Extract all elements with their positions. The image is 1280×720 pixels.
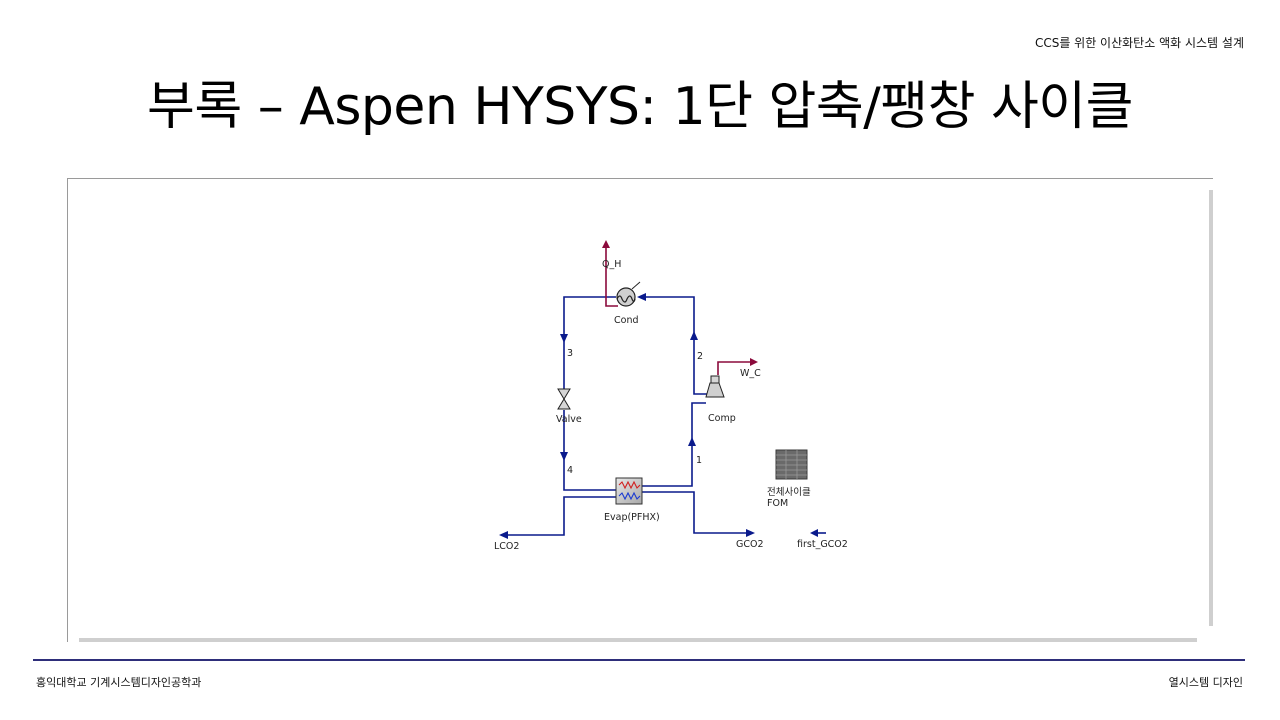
energy-q-h-line xyxy=(605,247,618,307)
footer-divider xyxy=(33,659,1245,661)
stream-gco2-arrow xyxy=(746,529,755,537)
footer-course: 열시스템 디자인 xyxy=(1168,676,1243,689)
valve-label: Valve xyxy=(556,414,582,425)
spreadsheet-label-1: 전체사이클 xyxy=(767,487,811,498)
stream-2-label: 2 xyxy=(697,351,703,362)
stream-3-label: 3 xyxy=(567,348,573,359)
stream-4-label: 4 xyxy=(567,465,573,476)
hysys-flowsheet-canvas[interactable] xyxy=(67,178,1213,642)
slide-title: 부록 – Aspen HYSYS: 1단 압축/팽창 사이클 xyxy=(147,77,1133,137)
stream-1-label: 1 xyxy=(696,455,702,466)
stream-4-arrow xyxy=(560,452,568,461)
stream-lco2-label: LCO2 xyxy=(494,541,519,552)
stream-3-arrow xyxy=(560,334,568,343)
stream-1-arrow xyxy=(688,437,696,446)
energy-q-h-label: Q_H xyxy=(602,259,621,270)
horizontal-scrollbar[interactable] xyxy=(79,638,1197,642)
valve-icon xyxy=(557,388,571,410)
energy-w-c-line xyxy=(717,361,755,375)
spreadsheet-icon xyxy=(775,449,808,480)
energy-w-c-arrow xyxy=(750,358,758,366)
stream-lco2-arrow xyxy=(499,531,508,539)
compressor-label: Comp xyxy=(708,413,736,424)
energy-q-h-arrow xyxy=(602,240,610,248)
condenser-icon xyxy=(616,281,641,307)
stream-gco2-line xyxy=(642,491,751,534)
stream-lco2-line xyxy=(503,496,616,536)
energy-w-c-label: W_C xyxy=(740,368,761,379)
stream-3-line xyxy=(563,296,616,392)
spreadsheet-label-2: FOM xyxy=(767,498,788,509)
compressor-icon xyxy=(705,375,725,398)
stream-gco2-label: GCO2 xyxy=(736,539,764,550)
evaporator-label: Evap(PFHX) xyxy=(604,512,660,523)
stream-2-line xyxy=(640,296,713,395)
condenser-label: Cond xyxy=(614,315,639,326)
stream-1-line xyxy=(642,402,706,487)
footer-institution: 홍익대학교 기계시스템디자인공학과 xyxy=(36,676,202,689)
stream-first-gco2-arrow xyxy=(810,529,818,537)
vertical-scrollbar[interactable] xyxy=(1209,190,1213,626)
stream-2-arrow xyxy=(690,331,698,340)
stream-first-gco2-label: first_GCO2 xyxy=(797,539,848,550)
stream-cond-in-arrow xyxy=(637,293,646,301)
evaporator-icon xyxy=(615,477,643,505)
stream-4-line xyxy=(563,410,616,491)
slide-header-caption: CCS를 위한 이산화탄소 액화 시스템 설계 xyxy=(1034,36,1244,50)
